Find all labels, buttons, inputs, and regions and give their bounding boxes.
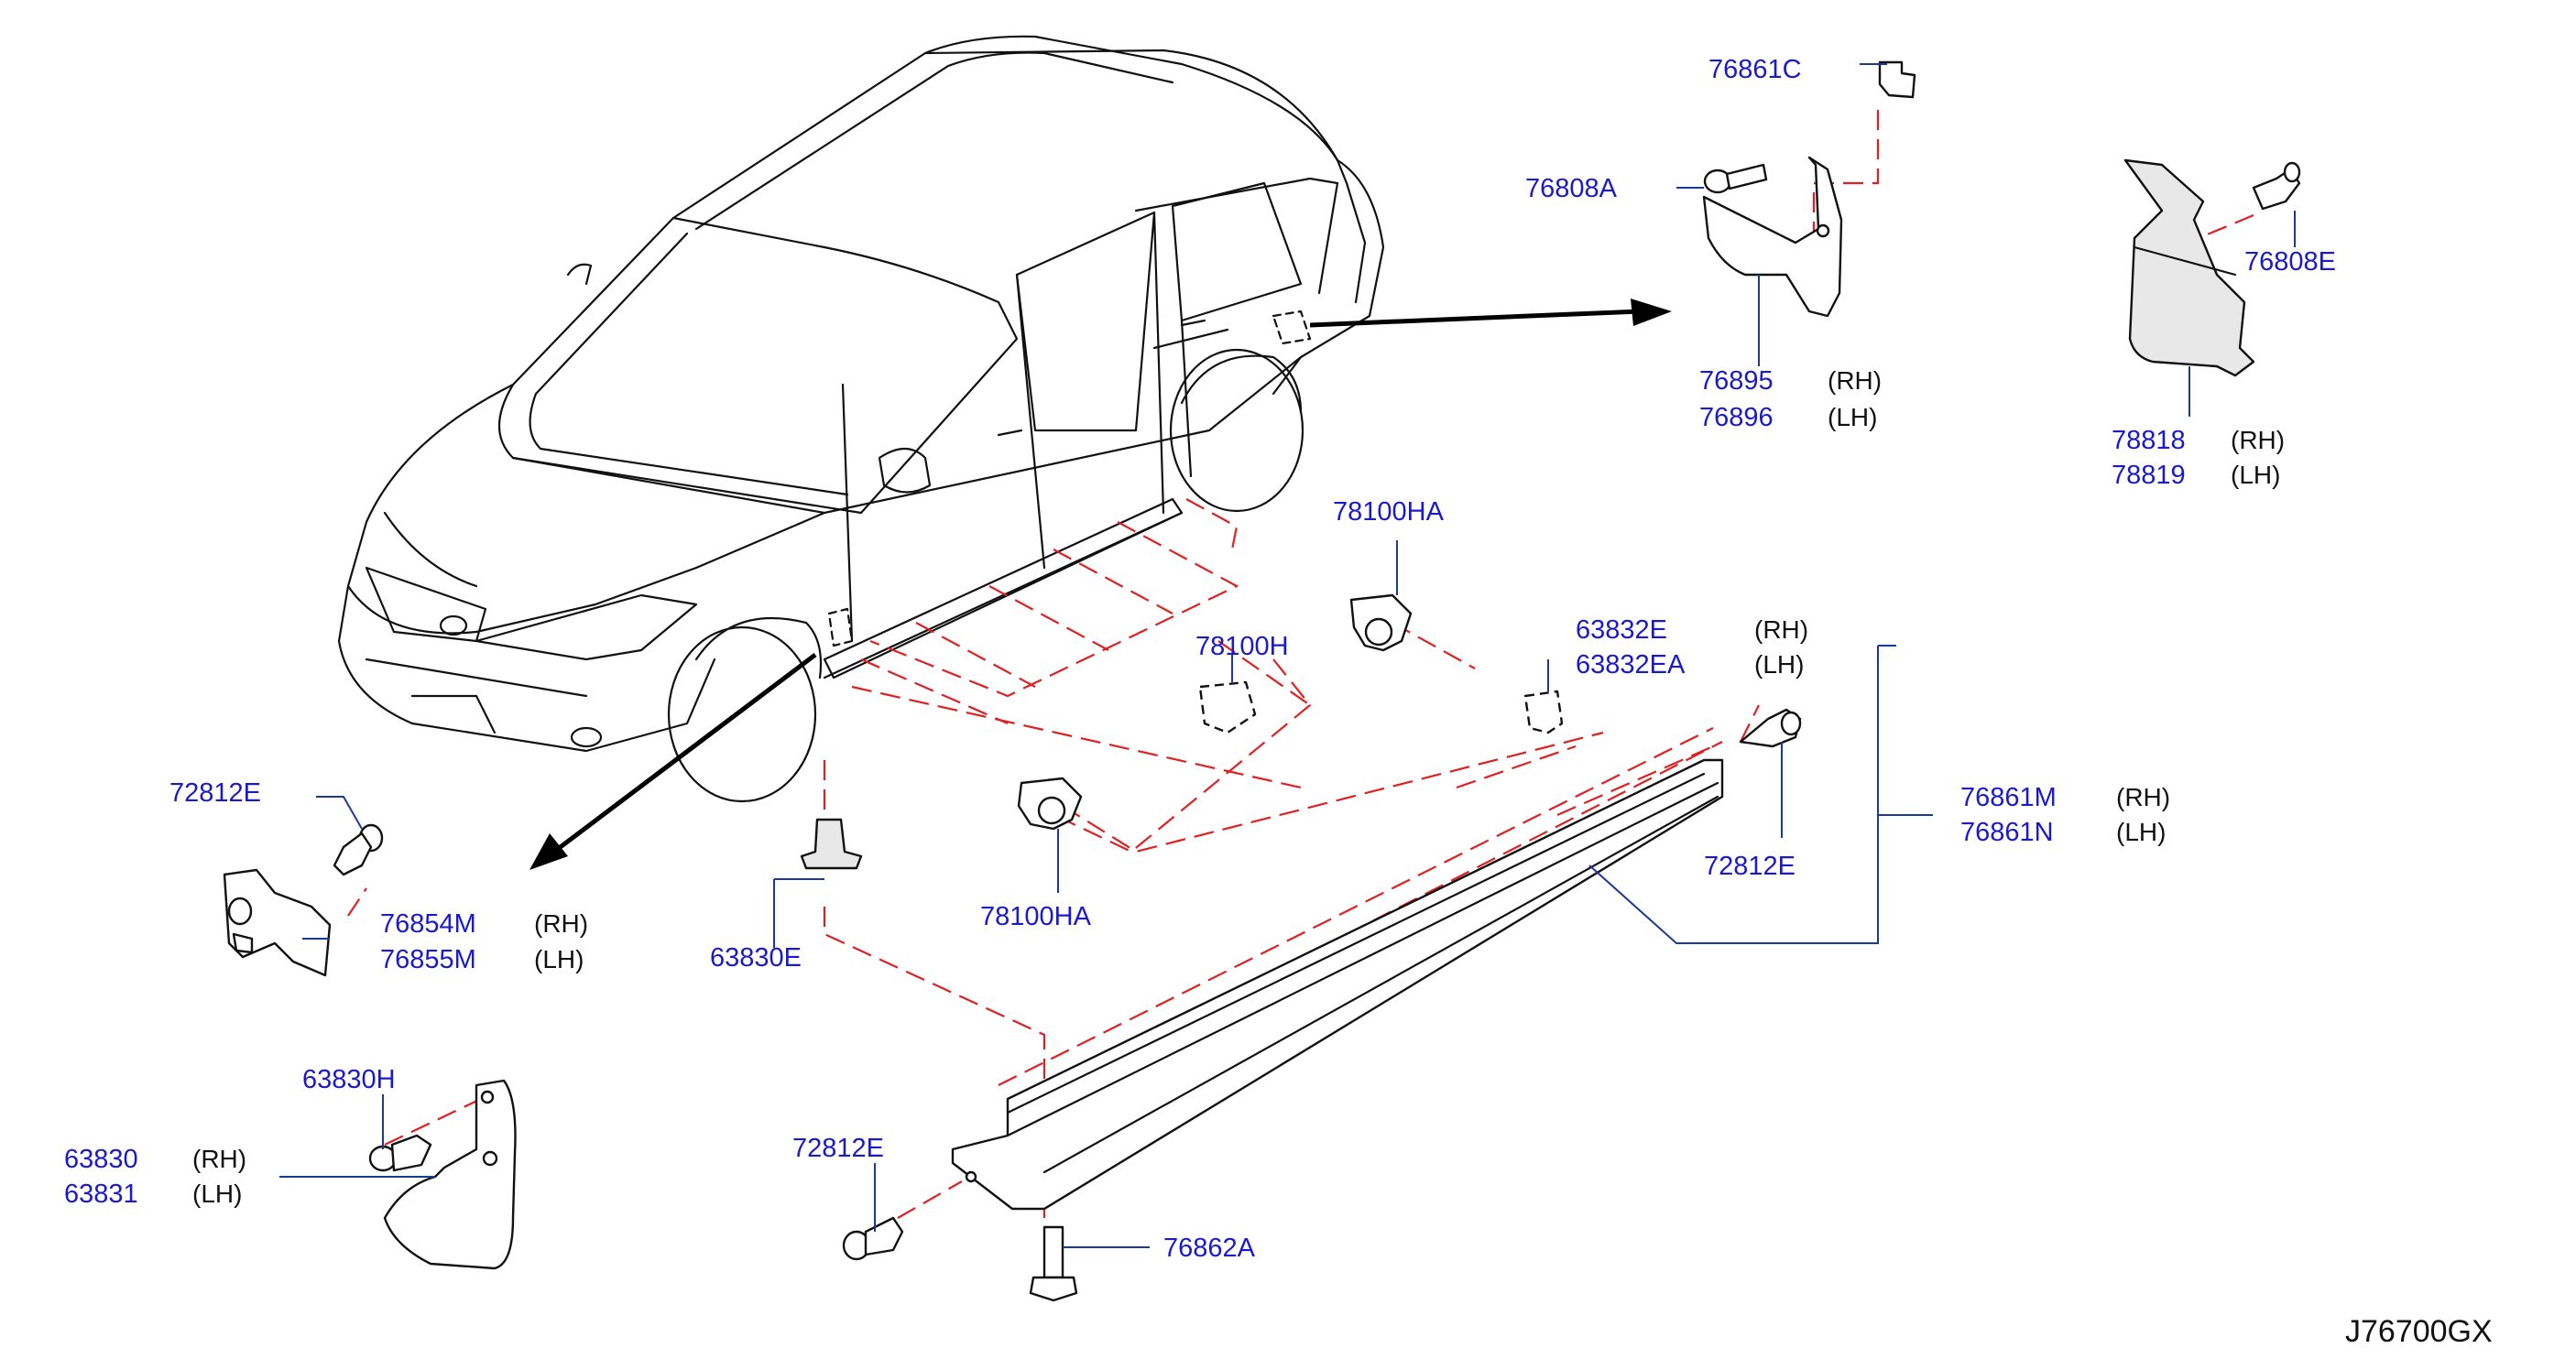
label-63832E-side: (RH) [1754, 615, 1808, 644]
label-72812E-left: 72812E [169, 778, 261, 808]
label-63832E: 63832E [1576, 615, 1667, 645]
mudflap-63830-part [383, 1079, 517, 1270]
clip-76808E-part [2252, 161, 2301, 211]
label-76861C: 76861C [1708, 55, 1802, 84]
clip-63832E-part [1523, 690, 1564, 734]
label-63830-side: (RH) [192, 1145, 246, 1173]
label-76862A: 76862A [1163, 1234, 1256, 1263]
label-63830E: 63830E [710, 943, 802, 973]
label-72812E-right: 72812E [1704, 852, 1796, 881]
label-63832EA: 63832EA [1576, 650, 1686, 680]
mudguard-76895-part [1702, 156, 1843, 318]
label-76855M: 76855M [380, 945, 476, 974]
label-78819: 78819 [2112, 461, 2186, 490]
pointer-arrows [529, 299, 1672, 870]
clip-72812E-right-part [1739, 708, 1802, 748]
label-78100HA-upper: 78100HA [1333, 497, 1445, 527]
clip-78100HA-upper-part [1349, 593, 1413, 652]
clip-76861C-part [1878, 60, 1916, 99]
clip-78100H-part [1198, 680, 1257, 734]
label-76896-side: (LH) [1828, 403, 1877, 431]
clip-78100HA-lower-part [1017, 777, 1083, 831]
label-76896: 76896 [1699, 403, 1774, 432]
label-76854M-side: (RH) [534, 909, 588, 938]
label-76855M-side: (LH) [534, 945, 584, 973]
callout-labels: 76861C 76808A 76895 (RH) 76896 (LH) 7680… [64, 55, 2493, 1349]
label-76808A: 76808A [1525, 174, 1618, 203]
label-63830H: 63830H [302, 1065, 396, 1094]
clip-72812E-bottom-part [842, 1216, 904, 1261]
bolt-76862A-part [1029, 1225, 1078, 1302]
label-76854M: 76854M [380, 909, 476, 939]
label-72812E-bottom: 72812E [792, 1134, 884, 1163]
label-63832EA-side: (LH) [1754, 650, 1804, 679]
car-body-illustration [337, 35, 1385, 803]
label-63830: 63830 [64, 1145, 138, 1174]
label-63831-side: (LH) [192, 1180, 242, 1208]
label-76861N-side: (LH) [2116, 818, 2166, 846]
bracket-76854M-part [223, 868, 332, 977]
label-76861N: 76861N [1960, 818, 2054, 847]
label-78819-side: (LH) [2231, 461, 2280, 489]
clip-63830E-part [800, 818, 863, 870]
label-76861M: 76861M [1960, 783, 2057, 812]
label-76895: 76895 [1699, 366, 1774, 396]
clip-63830H-part [368, 1134, 432, 1172]
label-78100HA-lower: 78100HA [980, 902, 1092, 931]
clip-72812E-left-part [333, 823, 384, 876]
screw-76808A-part [1703, 163, 1768, 194]
label-78818: 78818 [2112, 426, 2186, 455]
diagram-code: J76700GX [2345, 1314, 2493, 1349]
label-78818-side: (RH) [2231, 426, 2285, 454]
side-sill-garnish-76861M-part [951, 758, 1724, 1211]
splash-guard-78818-part [2123, 158, 2255, 377]
label-78100H: 78100H [1195, 632, 1289, 661]
leader-lines [279, 63, 2296, 1248]
label-76861M-side: (RH) [2116, 783, 2170, 811]
label-76808E: 76808E [2244, 247, 2336, 277]
label-76895-side: (RH) [1828, 366, 1882, 395]
label-63831: 63831 [64, 1180, 138, 1209]
